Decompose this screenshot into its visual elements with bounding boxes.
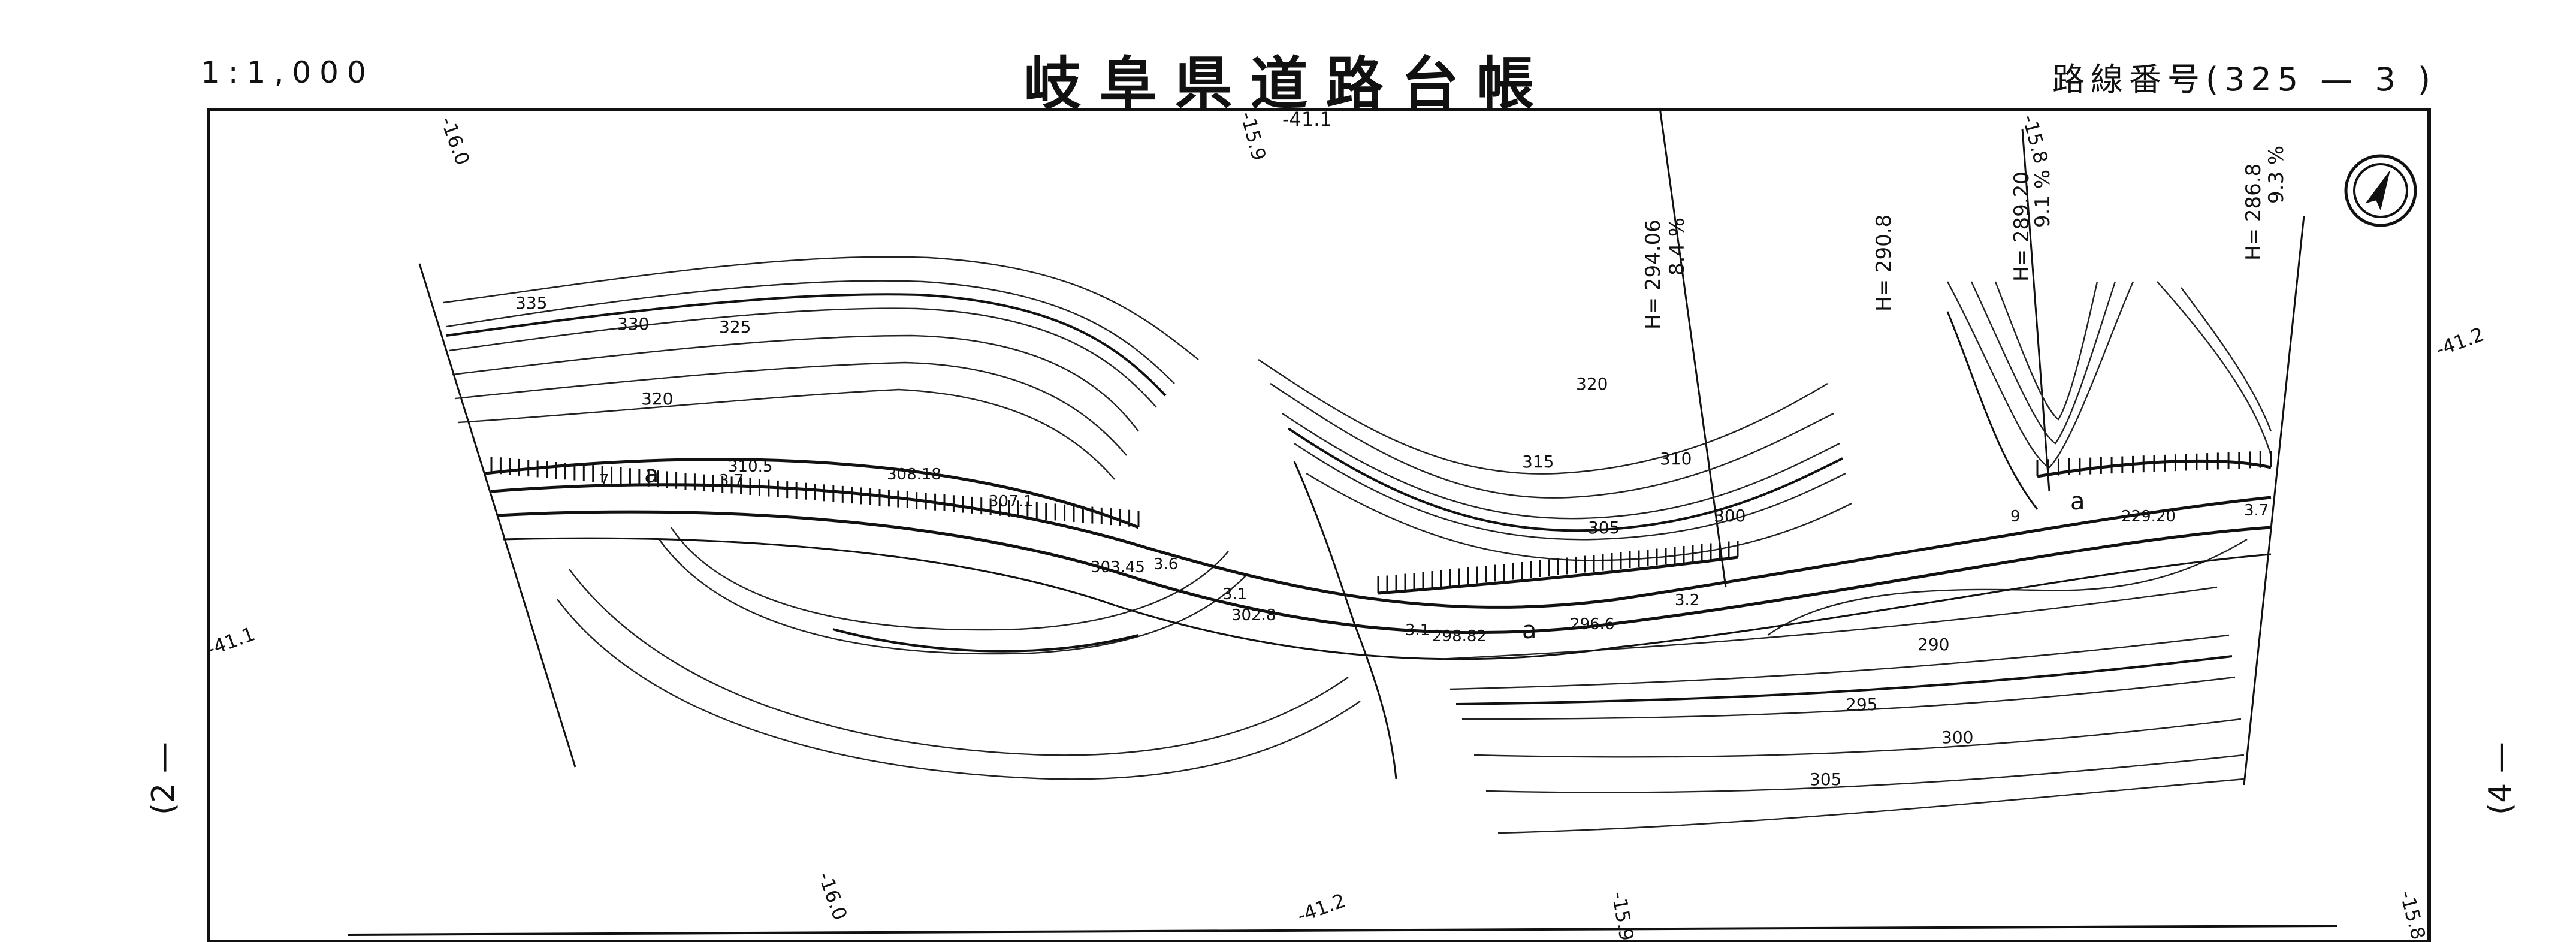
grid-label: -15.8	[2395, 888, 2430, 942]
contour-label: 310	[1660, 449, 1692, 469]
grid-label: -41.1	[204, 622, 258, 660]
gradient-height: H= 294.06	[1641, 219, 1665, 330]
contour-label: 335	[515, 293, 547, 313]
map-frame	[207, 108, 2431, 942]
slope-hachures	[485, 458, 2272, 595]
contour-label: 300	[1941, 727, 1973, 747]
contour-label: 290	[1917, 635, 1949, 654]
left-page-marker: (2 —	[146, 742, 182, 815]
gradient-pct: 8.4 %	[1665, 218, 1689, 276]
grid-label: -16.0	[436, 114, 474, 168]
contour-label: 330	[617, 314, 649, 334]
contour-labels: 335 330 325 320 320 315 310 305 300 290 …	[515, 293, 1973, 789]
route-number: 路線番号(325 — 3 )	[2052, 61, 2437, 98]
spot-heights: 310.5 308.18 307.1 303.45 302.8 298.82 2…	[728, 458, 2176, 645]
index-contours	[446, 293, 2233, 705]
grid-label: -41.1	[1282, 108, 1332, 131]
gradient-pct: 9.1 %	[2031, 170, 2055, 228]
contour-label: 300	[1714, 506, 1745, 526]
gradient-height: H= 289.20	[2010, 171, 2034, 282]
road-width: 7	[599, 472, 609, 490]
spot-height: 307.1	[989, 493, 1033, 511]
north-arrow-icon	[2344, 154, 2417, 227]
road-marks: a a a	[644, 461, 2085, 644]
gradient-labels: H= 294.06 8.4 % H= 290.8 H= 289.20 9.1 %…	[1641, 146, 2288, 330]
streams	[1293, 311, 2039, 780]
road-width: 3.2	[1675, 591, 1699, 609]
page-markers: (2 — (4 —	[146, 742, 2518, 815]
contour-label: 325	[719, 317, 751, 337]
grid-label: -15.9	[1607, 890, 1638, 942]
road-width: 3.6	[1153, 555, 1178, 573]
gradient-height: H= 290.8	[1872, 215, 1896, 312]
road-width: 3.1	[1405, 621, 1430, 639]
map-scale: 1:1,000	[201, 55, 375, 90]
grid-label: -41.2	[1294, 889, 1349, 927]
contour-label: 295	[1846, 695, 1877, 714]
lower-sheet-edge	[347, 925, 2338, 936]
road-mark: a	[1522, 617, 1537, 644]
gradient-pct: 9.3 %	[2264, 146, 2288, 204]
spot-height: 310.5	[728, 458, 772, 476]
sheet-title: 岐阜県道路台帳	[1023, 50, 1553, 117]
spot-height: 303.45	[1091, 558, 1145, 576]
road-width: 3.7	[719, 472, 744, 490]
road-width: 3.7	[2244, 502, 2269, 520]
grid-label: -16.0	[813, 869, 851, 923]
contour-label: 320	[1576, 374, 1608, 394]
spot-height: 302.8	[1231, 606, 1276, 624]
hachure-marks	[490, 451, 2272, 593]
grid-label: -41.2	[2433, 322, 2487, 361]
spot-height: 229.20	[2121, 508, 2176, 526]
road-mark: a	[644, 461, 659, 488]
right-page-marker: (4 —	[2483, 742, 2518, 815]
contour-lines	[443, 256, 2272, 834]
road	[491, 483, 2272, 660]
contour-label: 320	[641, 389, 673, 409]
road-width: 9	[2010, 508, 2021, 526]
road-mark: a	[2070, 488, 2085, 515]
contour-label: 305	[1810, 769, 1841, 789]
spot-height: 296.6	[1570, 615, 1614, 633]
gradient-height: H= 286.8	[2242, 164, 2266, 261]
contour-label: 315	[1522, 452, 1554, 472]
road-width-labels: 7 9 3.7 3.2 3.6 3.1 3.1 3.7	[599, 472, 2269, 639]
road-width: 3.1	[1222, 585, 1247, 603]
spot-height: 308.18	[887, 466, 941, 484]
spot-height: 298.82	[1432, 627, 1487, 645]
contour-label: 305	[1588, 518, 1620, 538]
grid-label: -15.9	[1236, 109, 1270, 163]
